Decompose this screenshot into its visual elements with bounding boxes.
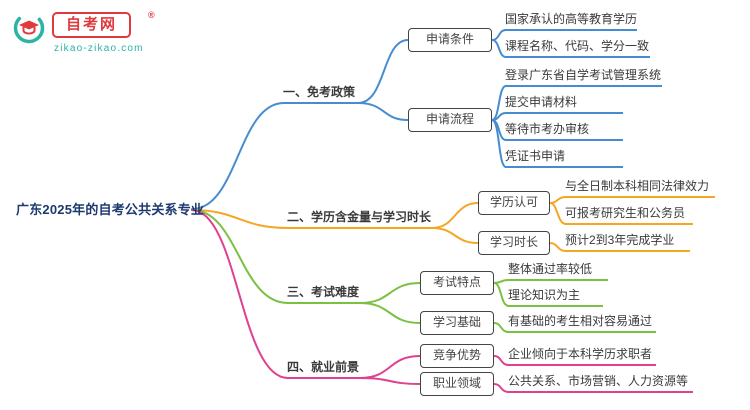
- node-study-foundation: 学习基础: [420, 311, 494, 335]
- branch-4-connectors: [191, 209, 510, 393]
- node-degree-recognition: 学历认可: [478, 191, 550, 215]
- leaf-legal-effect: 与全日制本科相同法律效力: [565, 177, 715, 198]
- leaf-certificate-apply: 凭证书申请: [505, 147, 623, 168]
- node-exam-features: 考试特点: [420, 271, 494, 295]
- node-study-duration: 学习时长: [478, 231, 550, 255]
- leaf-wait-review: 等待市考办审核: [505, 120, 623, 141]
- leaf-employer-prefer: 企业倾向于本科学历求职者: [508, 345, 656, 366]
- leaf-postgrad-civil: 可报考研究生和公务员: [565, 204, 693, 225]
- logo-title: 自考网: [66, 16, 118, 33]
- leaf-two-three-years: 预计2到3年完成学业: [565, 231, 690, 252]
- leaf-login-system: 登录广东省自学考试管理系统: [505, 66, 662, 87]
- registered-mark-icon: ®: [148, 10, 155, 20]
- node-application-conditions: 申请条件: [408, 28, 492, 52]
- branch-2-connectors: [191, 196, 567, 252]
- leaf-course-match: 课程名称、代码、学分一致: [505, 37, 650, 58]
- logo-wordmark-frame: 自考网: [52, 12, 132, 38]
- branch-1-label: 一、免考政策: [283, 83, 358, 104]
- logo-subtitle: zikao-zikao.com: [54, 43, 144, 54]
- branch-3-label: 三、考试难度: [287, 283, 360, 304]
- leaf-theory-focus: 理论知识为主: [508, 286, 603, 307]
- leaf-career-domains: 公共关系、市场营销、人力资源等: [508, 372, 693, 393]
- leaf-easier-with-basis: 有基础的考生相对容易通过: [508, 312, 656, 333]
- node-application-process: 申请流程: [408, 108, 492, 132]
- logo: 自考网 ® zikao-zikao.com: [12, 8, 192, 66]
- branch-4-label: 四、就业前景: [287, 358, 360, 379]
- leaf-recognized-degree: 国家承认的高等教育学历: [505, 10, 637, 31]
- leaf-submit-materials: 提交申请材料: [505, 93, 623, 114]
- node-career-fields: 职业领域: [420, 372, 494, 396]
- logo-icon: [13, 12, 45, 44]
- branch-2-label: 二、学历含金量与学习时长: [287, 208, 433, 229]
- branch-1-connectors: [191, 29, 507, 210]
- branch-3-connectors: [191, 209, 510, 333]
- root-node: 广东2025年的自考公共关系专业: [16, 202, 205, 217]
- leaf-low-pass-rate: 整体通过率较低: [508, 260, 608, 281]
- node-competitive-advantage: 竞争优势: [420, 344, 494, 368]
